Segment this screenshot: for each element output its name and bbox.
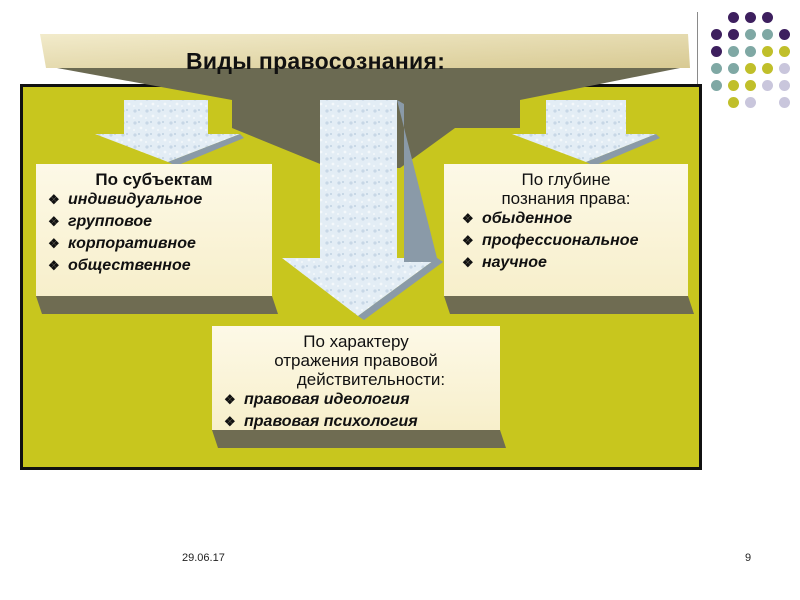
card-character-title-line2: отражения правовой — [274, 351, 438, 370]
bullet-icon: ❖ — [224, 414, 236, 429]
decorative-dot — [728, 97, 739, 108]
card-character-list: ❖ правовая идеология ❖ правовая психология — [218, 389, 494, 433]
list-item-text: профессиональное — [482, 232, 639, 249]
list-item: ❖ общественное — [42, 255, 266, 277]
decorative-dot — [779, 29, 790, 40]
decorative-dot — [762, 12, 773, 23]
list-item: ❖ индивидуальное — [42, 189, 266, 211]
bullet-icon: ❖ — [462, 211, 474, 226]
decorative-dot — [728, 63, 739, 74]
decorative-dot — [728, 29, 739, 40]
arrow-left — [95, 100, 244, 166]
arrow-right — [512, 100, 660, 166]
card-depth-title-line1: По глубине — [521, 170, 611, 189]
card-character-title-line1: По характеру — [303, 332, 409, 351]
decorative-dot — [779, 63, 790, 74]
footer-page-number: 9 — [745, 552, 752, 564]
list-item: ❖ научное — [456, 252, 682, 274]
decorative-dot — [711, 46, 722, 57]
decorative-dot — [762, 29, 773, 40]
decorative-dot — [728, 80, 739, 91]
decorative-dot — [779, 46, 790, 57]
bullet-icon: ❖ — [462, 233, 474, 248]
decorative-dot — [745, 63, 756, 74]
decorative-dot — [762, 46, 773, 57]
decorative-dot — [711, 63, 722, 74]
card-depth-title-line2: познания права: — [501, 189, 631, 208]
footer-date: 29.06.17 — [182, 552, 225, 564]
card-depth: По глубине познания права: ❖ обыденное ❖ пр… — [444, 164, 688, 296]
title-banner — [40, 34, 690, 68]
decorative-dot — [711, 80, 722, 91]
card-subjects-list: ❖индивидуальное❖групповое❖корпоративное❖… — [42, 189, 266, 277]
decorative-dot — [745, 46, 756, 57]
decorative-dot — [728, 12, 739, 23]
decorative-dot — [745, 80, 756, 91]
card-character-title-line3: действительности: — [296, 370, 446, 389]
bullet-icon: ❖ — [224, 392, 236, 407]
list-item-text: научное — [482, 254, 547, 271]
list-item-text: правовая идеология — [244, 391, 410, 408]
list-item-text: правовая психология — [244, 413, 418, 430]
card-depth-shadow — [444, 296, 694, 314]
list-item: ❖ корпоративное — [42, 233, 266, 255]
list-item: ❖ групповое — [42, 211, 266, 233]
decorative-dot — [779, 80, 790, 91]
list-item-text: обыденное — [482, 210, 573, 227]
list-item: ❖ профессиональное — [456, 230, 682, 252]
decorative-dot — [762, 63, 773, 74]
decorative-divider-line — [697, 12, 698, 132]
card-character-shadow — [212, 430, 506, 448]
list-item: ❖ правовая психология — [218, 411, 494, 433]
bullet-icon: ❖ — [48, 192, 60, 207]
card-subjects-title: По субъектам — [95, 170, 213, 189]
list-item: ❖ обыденное — [456, 208, 682, 230]
decorative-dot — [711, 29, 722, 40]
arrow-center — [282, 100, 443, 320]
decorative-dot — [745, 29, 756, 40]
card-character: По характеру отражения правовой действит… — [212, 326, 500, 430]
decorative-dot — [762, 80, 773, 91]
card-subjects-shadow — [36, 296, 278, 314]
bullet-icon: ❖ — [48, 236, 60, 251]
list-item-text: групповое — [68, 213, 153, 230]
card-subjects: По субъектам ❖ индивидуальное ❖ групповое ❖ к… — [36, 164, 272, 296]
bullet-icon: ❖ — [48, 214, 60, 229]
decorative-dot — [745, 12, 756, 23]
decorative-dot — [745, 97, 756, 108]
list-item: ❖ правовая идеология — [218, 389, 494, 411]
bullet-icon: ❖ — [462, 255, 474, 270]
list-item-text: общественное — [68, 257, 191, 274]
page-title: Виды правосознания: — [186, 48, 446, 74]
decorative-dot — [779, 97, 790, 108]
bullet-icon: ❖ — [48, 258, 60, 273]
decorative-dot — [728, 46, 739, 57]
list-item-text: корпоративное — [68, 235, 196, 252]
card-depth-list: ❖ обыденное ❖ профессиональное ❖ научное — [456, 208, 682, 274]
list-item-text: индивидуальное — [68, 191, 203, 208]
